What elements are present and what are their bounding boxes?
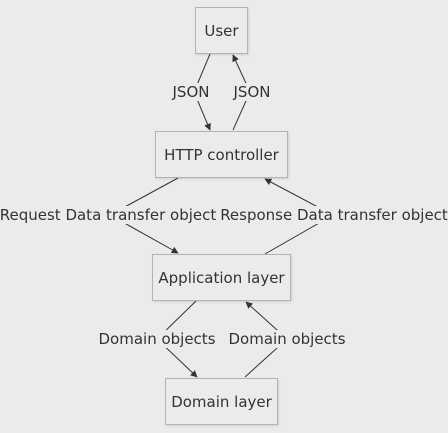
node-domain-layer[interactable]: Domain layer [165, 378, 278, 425]
edge-label-domain-objects-down: Domain objects [97, 330, 217, 348]
node-http-controller[interactable]: HTTP controller [155, 131, 288, 178]
edge-label-json-up: JSON [232, 83, 272, 101]
edge-label-json-down: JSON [171, 83, 211, 101]
node-user[interactable]: User [195, 7, 248, 54]
node-application-layer[interactable]: Application layer [152, 254, 291, 301]
edge-label-response-dto: Response Data transfer object [219, 206, 448, 224]
edge-label-domain-objects-up: Domain objects [227, 330, 347, 348]
edge-label-request-dto: Request Data transfer object [0, 206, 218, 224]
